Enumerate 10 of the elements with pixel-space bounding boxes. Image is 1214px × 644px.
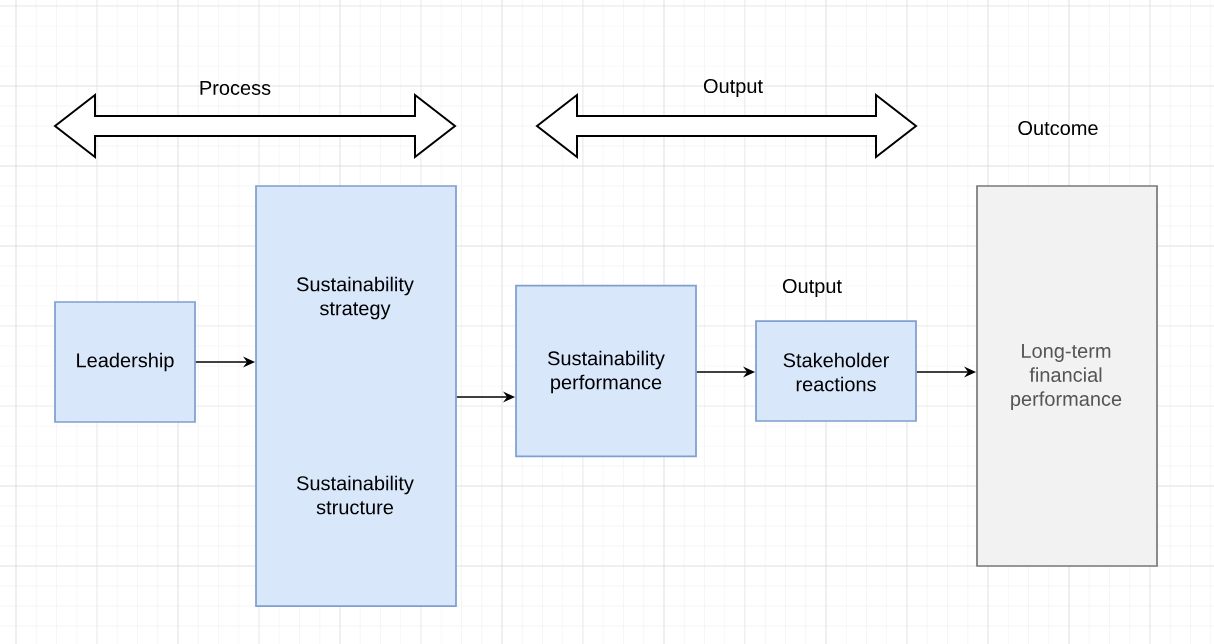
box-text: Stakeholder reactions	[783, 352, 889, 392]
stage-label: Process	[200, 81, 271, 95]
box-text: Sustainability performance	[548, 350, 665, 394]
box-heading: Output	[782, 278, 842, 298]
box-heading: Outcome	[1018, 120, 1098, 136]
box-text: Long-term financial performance	[1011, 344, 1122, 410]
stage-label: Output	[703, 78, 763, 98]
box-text: Sustainability structure	[297, 475, 414, 515]
box-text: Sustainability strategy	[297, 276, 414, 320]
box-text: Leadership	[77, 352, 174, 372]
